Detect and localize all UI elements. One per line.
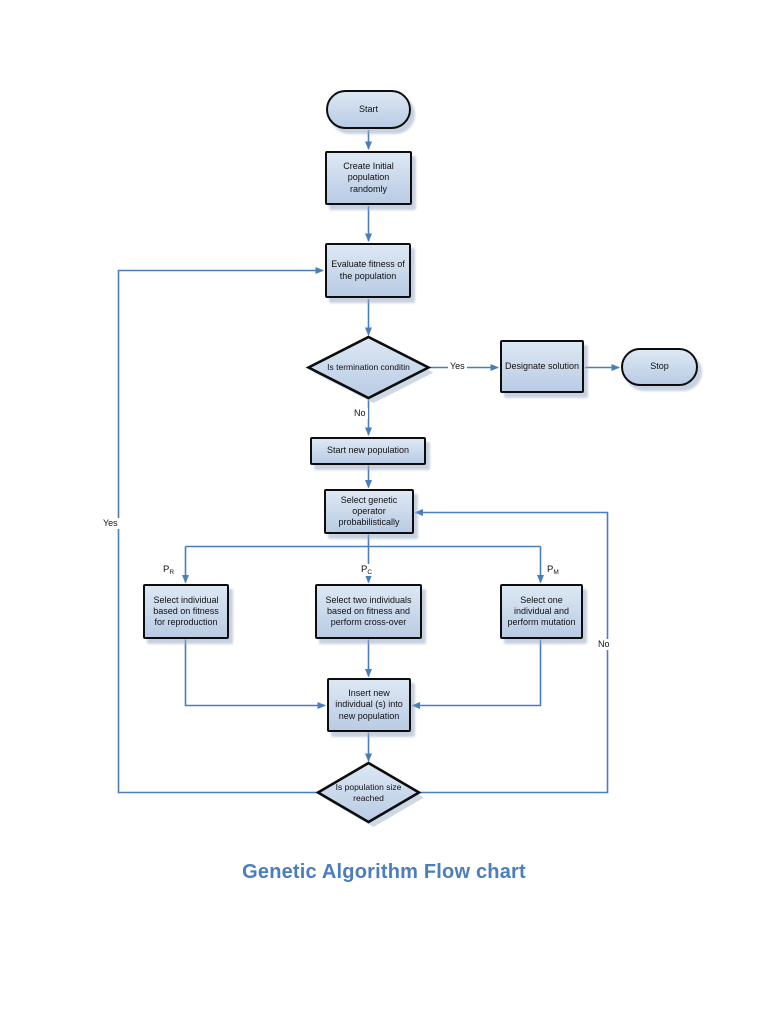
probability-reproduction-label: PR	[162, 564, 176, 576]
p-mutation-base: P	[547, 564, 554, 575]
termination-diamond	[305, 335, 432, 400]
select-reproduction-step: Select individual based on fitness for r…	[143, 584, 229, 639]
edge-mutation-to-insert	[411, 639, 542, 709]
population-yes-label: Yes	[101, 518, 120, 529]
evaluate-fitness-step: Evaluate fitness of the population	[325, 243, 411, 298]
edge-popcheck-no-to-select	[414, 509, 609, 794]
designate-solution-step: Designate solution	[500, 340, 584, 393]
population-no-label: No	[596, 639, 612, 650]
stop-terminator: Stop	[621, 348, 698, 386]
create-population-step: Create Initial population randomly	[325, 151, 412, 205]
probability-mutation-label: PM	[546, 564, 560, 576]
edge-popcheck-yes-to-evaluate	[117, 267, 324, 794]
termination-yes-label: Yes	[448, 361, 467, 372]
select-operator-step: Select genetic operator probabilisticall…	[324, 489, 414, 534]
termination-no-label: No	[352, 408, 368, 419]
probability-crossover-label: PC	[360, 564, 374, 576]
chart-title: Genetic Algorithm Flow chart	[242, 861, 526, 883]
population-check-label: Is population size reached	[335, 781, 402, 803]
population-diamond	[315, 761, 422, 824]
select-mutation-step: Select one individual and perform mutati…	[500, 584, 583, 639]
p-mutation-sub: M	[553, 569, 559, 576]
select-crossover-step: Select two individuals based on fitness …	[315, 584, 422, 639]
edge-reproduction-to-insert	[184, 639, 326, 709]
p-reproduction-sub: R	[169, 569, 175, 576]
p-crossover-base: P	[361, 564, 368, 575]
start-terminator: Start	[326, 90, 411, 129]
start-new-population-step: Start new population	[310, 437, 426, 465]
p-reproduction-base: P	[163, 564, 170, 575]
insert-new-step: Insert new individual (s) into new popul…	[327, 678, 411, 732]
termination-check-label: Is termination conditin	[327, 362, 410, 373]
p-crossover-sub: C	[367, 569, 373, 576]
